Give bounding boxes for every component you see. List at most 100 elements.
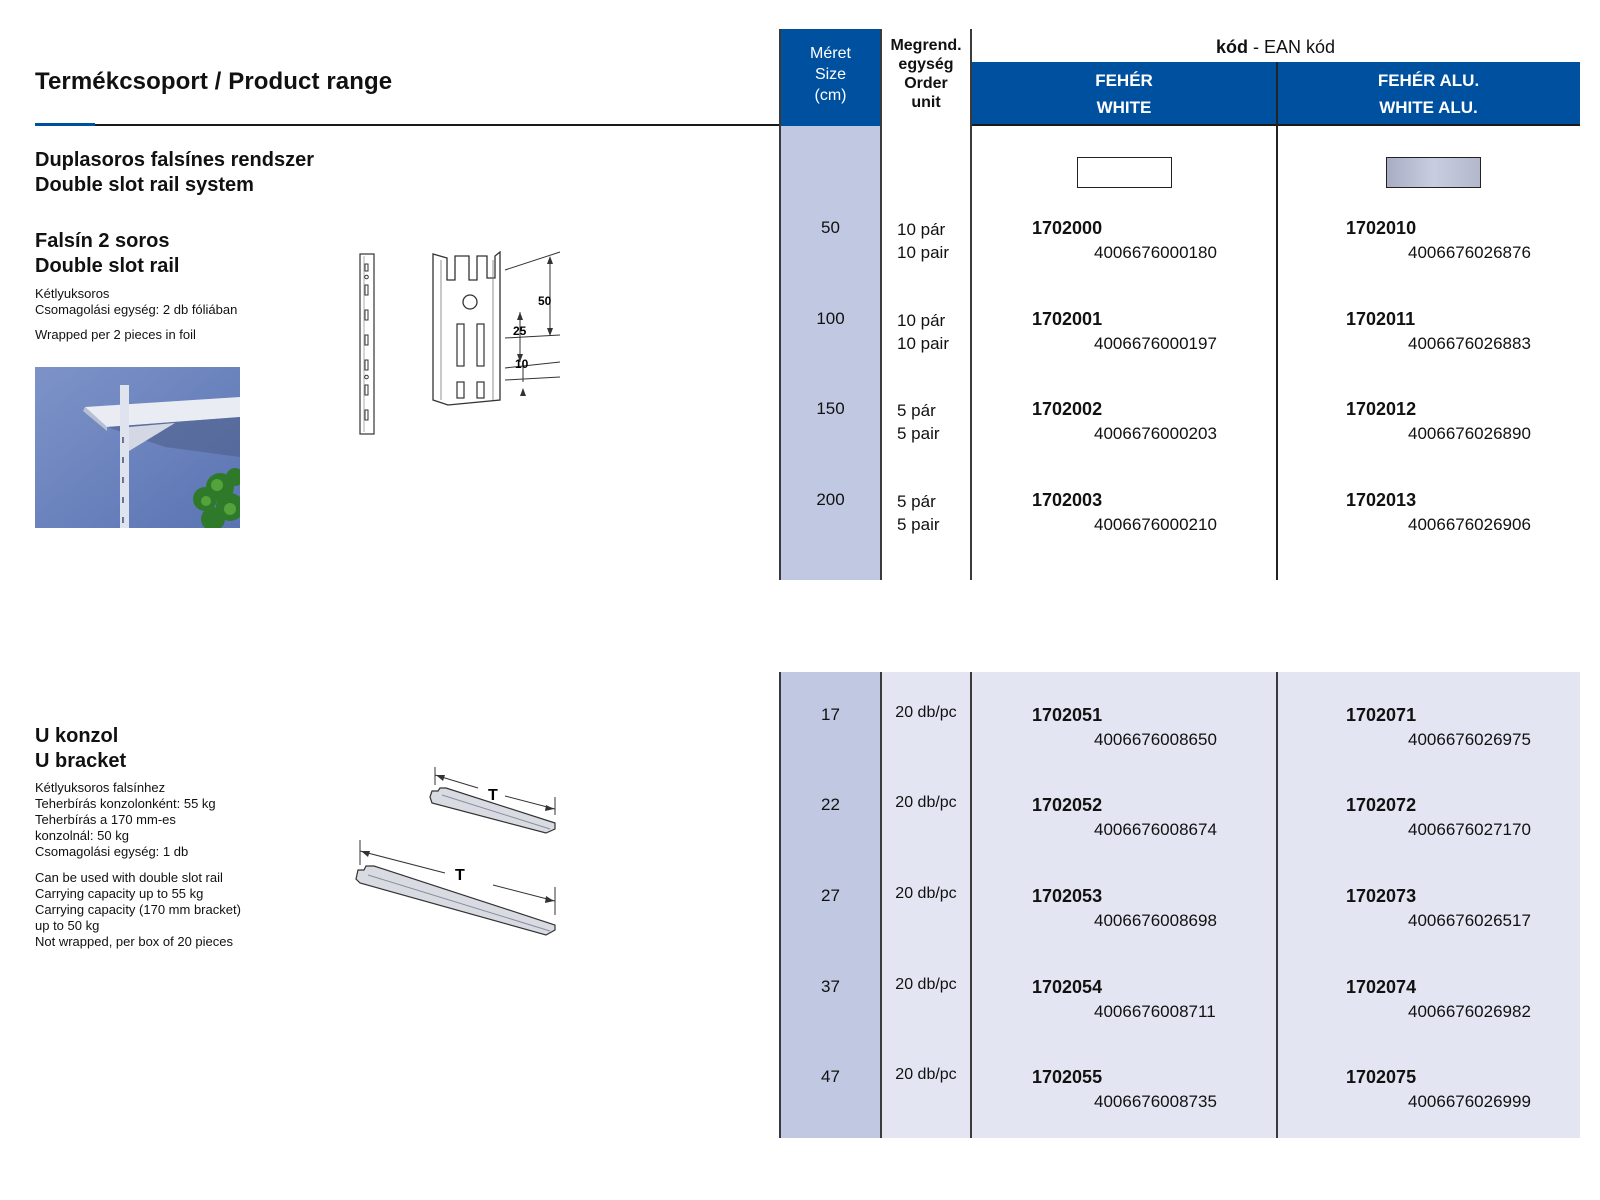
alu-ean: 4006676026982 (1408, 1002, 1531, 1021)
bracket-desc-line: Kétlyuksoros falsínhez (35, 780, 166, 795)
size-header-en: Size (814, 66, 847, 83)
size-column-header: Méret Size (cm) (780, 29, 881, 126)
page-title: Termékcsoport / Product range (35, 68, 393, 95)
double-slot-rail-drawing: 50 25 10 (359, 250, 561, 435)
code-header-bold: kód (1215, 37, 1248, 57)
white-ean: 4006676008650 (1094, 730, 1217, 749)
bracket-desc-line: up to 50 kg (35, 918, 100, 933)
white-ean: 4006676008698 (1094, 911, 1217, 930)
size-header-hu: Méret (810, 45, 851, 62)
row-size: 100 (816, 309, 845, 328)
order-unit-hu: 5 pár (897, 401, 936, 420)
alu-ean: 4006676026906 (1408, 515, 1531, 534)
alu-ean: 4006676026883 (1408, 334, 1531, 353)
alu-code: 1702010 (1346, 218, 1417, 238)
bracket-description-en: Can be used with double slot rail Carryi… (35, 870, 241, 950)
product-title-rail-hu: Falsín 2 soros (35, 230, 170, 252)
rail-description-en: Wrapped per 2 pieces in foil (35, 327, 196, 342)
row-order-unit: 10 pár 10 pair (897, 309, 949, 355)
row-order-unit: 20 db/pc (895, 976, 957, 993)
code-header-rest: - EAN kód (1247, 37, 1336, 57)
row-order-unit: 5 pár 5 pair (897, 490, 940, 536)
alu-code: 1702012 (1346, 399, 1417, 419)
white-ean: 4006676000210 (1094, 515, 1217, 534)
alu-code: 1702073 (1346, 886, 1417, 906)
product-title-bracket-en: U bracket (35, 750, 127, 772)
row-order-unit: 10 pár 10 pair (897, 218, 949, 264)
row-size: 150 (816, 399, 845, 418)
white-header-hu: FEHÉR (1095, 71, 1153, 90)
column-divider (970, 29, 972, 580)
bracket-desc-line: Teherbírás a 170 mm-es (35, 812, 176, 827)
bracket-desc-line: Teherbírás konzolonként: 55 kg (35, 796, 216, 811)
alu-ean: 4006676026975 (1408, 730, 1531, 749)
bracket-description-hu: Kétlyuksoros falsínhez Teherbírás konzol… (35, 780, 216, 860)
order-unit-hu: 10 pár (897, 311, 946, 330)
dim-label-t: T (488, 787, 498, 804)
dim-label-t: T (455, 867, 465, 884)
size-column-background (780, 126, 881, 580)
header-divider (971, 124, 1580, 126)
white-code: 1702054 (1032, 977, 1103, 997)
white-code: 1702052 (1032, 795, 1103, 815)
white-ean: 4006676000180 (1094, 243, 1217, 262)
white-ean: 4006676008711 (1094, 1002, 1216, 1021)
white-ean: 4006676000203 (1094, 424, 1217, 443)
order-header-hu-2: egység (898, 56, 954, 73)
white-alu-color-swatch (1386, 157, 1481, 188)
rail-desc-line: Csomagolási egység: 2 db fóliában (35, 302, 238, 317)
row-size: 17 (821, 705, 840, 724)
row-order-unit: 5 pár 5 pair (897, 399, 940, 445)
white-code: 1702053 (1032, 886, 1103, 906)
column-divider (779, 29, 781, 580)
alu-ean: 4006676026876 (1408, 243, 1531, 262)
shelf-product-photo (35, 367, 240, 528)
size-header-unit: (cm) (814, 87, 847, 104)
column-divider (1276, 62, 1278, 580)
order-unit-en: 10 pair (897, 243, 949, 262)
row-order-unit: 20 db/pc (895, 885, 957, 902)
white-ean: 4006676008735 (1094, 1092, 1217, 1111)
row-size: 50 (821, 218, 840, 237)
white-color-swatch (1077, 157, 1172, 188)
product-title-rail: Falsín 2 soros Double slot rail (35, 229, 179, 279)
white-column-header: FEHÉR WHITE (971, 62, 1277, 126)
dim-label-50: 50 (538, 294, 552, 308)
order-unit-en: 5 pair (897, 515, 940, 534)
row-size: 22 (821, 795, 840, 814)
white-alu-header-en: WHITE ALU. (1379, 98, 1478, 117)
bracket-desc-line: Can be used with double slot rail (35, 870, 223, 885)
code-group-header: kód - EAN kód (971, 29, 1580, 62)
order-unit-en: 10 pair (897, 334, 949, 353)
row-size: 47 (821, 1067, 840, 1086)
row-size: 37 (821, 977, 840, 996)
dim-label-10: 10 (515, 357, 529, 371)
order-unit-hu: 10 pár (897, 220, 946, 239)
system-title-en: Double slot rail system (35, 174, 254, 196)
white-alu-header-hu: FEHÉR ALU. (1377, 71, 1480, 90)
alu-ean: 4006676026999 (1408, 1092, 1531, 1111)
row-order-unit: 20 db/pc (895, 704, 957, 721)
alu-code: 1702072 (1346, 795, 1417, 815)
order-header-en-2: unit (911, 94, 941, 111)
system-title-hu: Duplasoros falsínes rendszer (35, 149, 314, 171)
white-code: 1702003 (1032, 490, 1103, 510)
column-divider (880, 672, 882, 1138)
white-code: 1702051 (1032, 705, 1103, 725)
alu-code: 1702074 (1346, 977, 1417, 997)
dim-label-25: 25 (513, 324, 527, 338)
size-column-background (780, 672, 881, 1138)
white-code: 1702001 (1032, 309, 1103, 329)
alu-code: 1702013 (1346, 490, 1417, 510)
white-code: 1702002 (1032, 399, 1103, 419)
white-code: 1702055 (1032, 1067, 1103, 1087)
order-header-en-1: Order (904, 75, 948, 92)
bracket-desc-line: Not wrapped, per box of 20 pieces (35, 934, 234, 949)
product-title-bracket-hu: U konzol (35, 725, 119, 747)
order-header-hu-1: Megrend. (890, 37, 962, 54)
alu-ean: 4006676026890 (1408, 424, 1531, 443)
white-header-en: WHITE (1096, 98, 1152, 117)
u-bracket-drawing: T T (355, 767, 556, 936)
order-unit-en: 5 pair (897, 424, 940, 443)
white-code: 1702000 (1032, 218, 1103, 238)
